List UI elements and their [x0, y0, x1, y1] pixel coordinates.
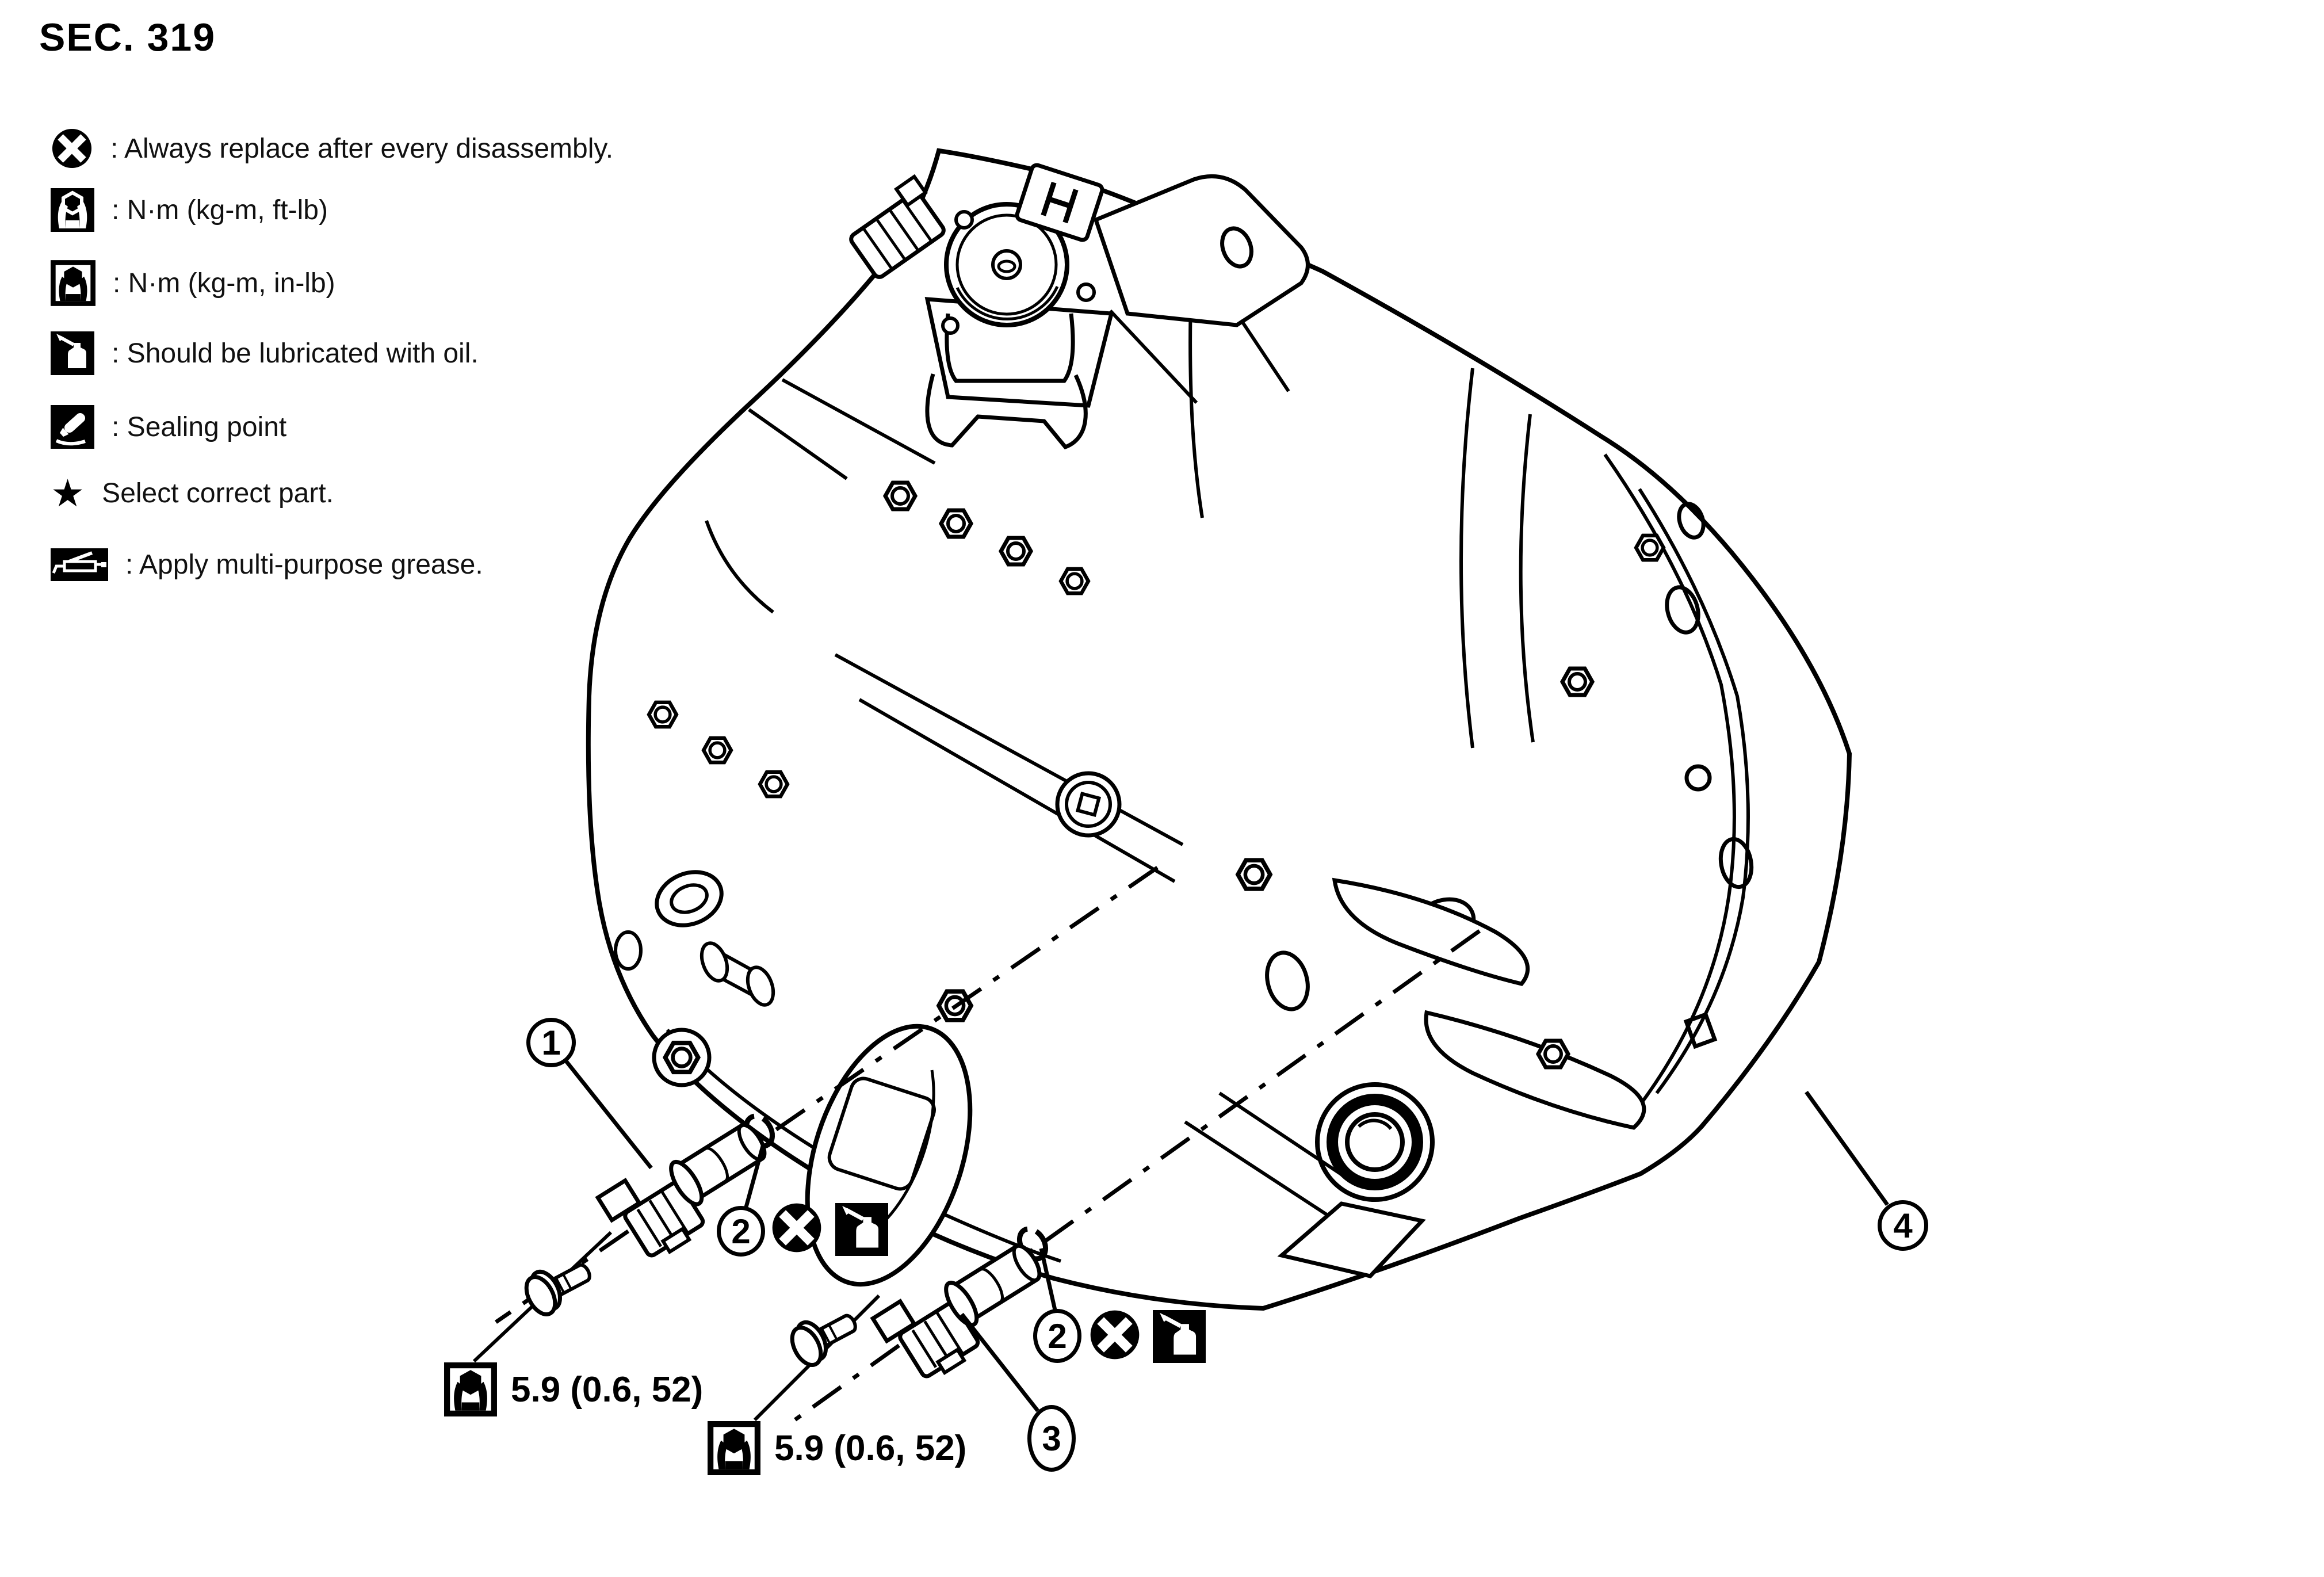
callout-2b: 2 — [1033, 1309, 1081, 1363]
leader-callout-1 — [564, 1059, 653, 1170]
torque-value: 5.9 (0.6, 52) — [511, 1369, 704, 1410]
socket-plug — [1055, 771, 1122, 838]
leader-callout-2b — [1039, 1248, 1057, 1311]
harness-connector-top — [1015, 163, 1104, 242]
actuator — [924, 202, 1114, 450]
legend-row: ★ Select correct part. — [51, 474, 334, 512]
legend-row: : Always replace after every disassembly… — [51, 127, 613, 170]
oil-icon — [835, 1202, 888, 1257]
torque-value: 5.9 (0.6, 52) — [774, 1428, 967, 1468]
torque-label-2: 5.9 (0.6, 52) — [708, 1421, 966, 1475]
legend-row: : Apply multi-purpose grease. — [51, 548, 483, 581]
legend-label: : Always replace after every disassembly… — [110, 133, 614, 164]
leader-callout-3 — [960, 1312, 1039, 1412]
harness-connector-left — [849, 174, 946, 279]
legend-label: : Should be lubricated with oil. — [112, 338, 479, 369]
callout-4: 4 — [1878, 1200, 1928, 1251]
replace-icon — [1088, 1308, 1141, 1361]
drain-plug — [652, 1028, 712, 1087]
callout-1: 1 — [526, 1018, 576, 1067]
legend-label: : N·m (kg-m, ft-lb) — [112, 194, 328, 226]
callout-2a: 2 — [717, 1206, 765, 1257]
legend-label: : Apply multi-purpose grease. — [125, 549, 483, 580]
torque-ftlb-icon — [51, 188, 94, 232]
grease-icon — [51, 548, 108, 581]
torque-inlb-icon — [708, 1421, 760, 1475]
star-icon: ★ — [51, 472, 85, 514]
page-title: SEC. 319 — [39, 16, 216, 59]
callout-3: 3 — [1027, 1405, 1076, 1472]
sealing-icon — [51, 405, 94, 449]
legend-row: : Sealing point — [51, 405, 286, 449]
shift-arms — [861, 877, 1646, 1278]
case-outline — [586, 148, 1852, 1311]
leader-callout-4 — [1805, 1090, 1889, 1206]
leader-callout-2a — [744, 1145, 765, 1208]
sensor-bolt-2 — [785, 1301, 863, 1370]
torque-inlb-icon — [444, 1362, 497, 1416]
oil-icon — [1153, 1309, 1206, 1364]
legend-row: : N·m (kg-m, ft-lb) — [51, 188, 328, 232]
legend-label: Select correct part. — [102, 478, 334, 509]
torque-label-1: 5.9 (0.6, 52) — [444, 1362, 703, 1416]
mount-bracket — [1093, 174, 1310, 404]
legend-label: : Sealing point — [112, 411, 287, 442]
torque-inlb-icon — [51, 260, 95, 306]
legend-row: : Should be lubricated with oil. — [51, 331, 479, 375]
replace-icon — [51, 127, 93, 170]
legend-label: : N·m (kg-m, in-lb) — [113, 268, 335, 299]
oil-icon — [51, 331, 94, 375]
legend-row: : N·m (kg-m, in-lb) — [51, 260, 335, 306]
axle-seal — [1315, 1082, 1435, 1202]
left-bosses — [614, 870, 775, 1007]
replace-icon — [770, 1201, 823, 1254]
centerline-sensor-1 — [495, 866, 1159, 1324]
